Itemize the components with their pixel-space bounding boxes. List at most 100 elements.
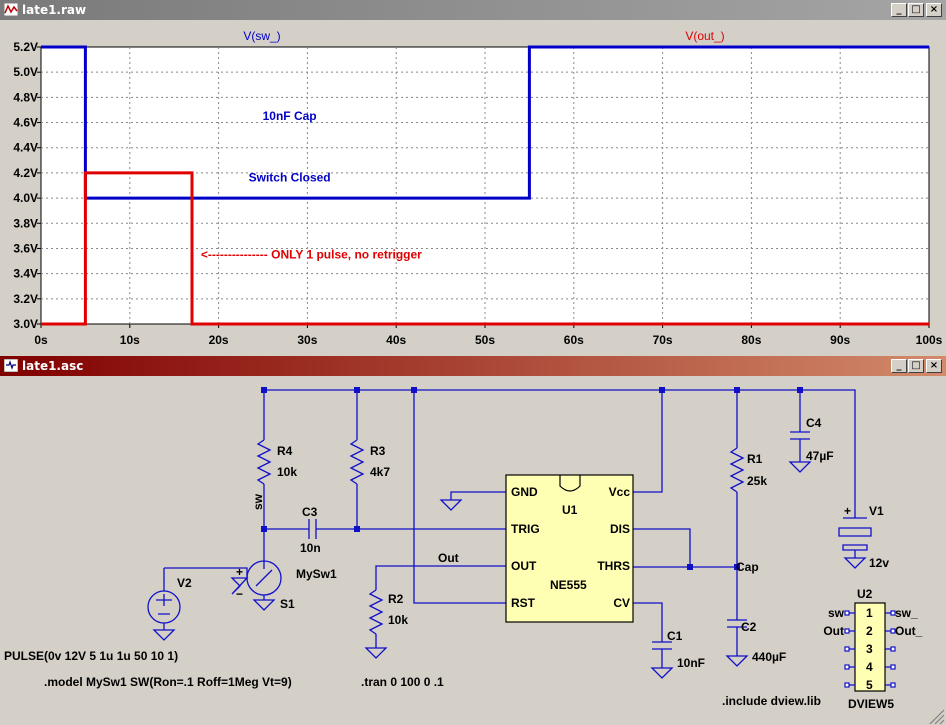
c2-ref: C2 [741, 620, 757, 634]
u1-pin-cv: CV [613, 596, 630, 610]
u2-right-out: Out_ [895, 624, 923, 638]
pulse-directive[interactable]: PULSE(0v 12V 5 1u 1u 50 10 1) [4, 649, 178, 663]
plot-annotation: Switch Closed [249, 171, 331, 185]
schematic-window-title: late1.asc [22, 359, 84, 373]
schematic-icon [4, 359, 18, 372]
v1-value: 12v [869, 556, 889, 570]
plot-window-titlebar[interactable]: late1.raw _ □ × [0, 0, 946, 20]
schematic-minimize-button[interactable]: _ [891, 359, 907, 373]
u2-ref: U2 [857, 587, 873, 601]
c1-capacitor-symbol[interactable] [652, 641, 672, 650]
c3-capacitor-symbol[interactable] [308, 519, 317, 539]
ground-icon [788, 461, 812, 473]
r1-resistor-symbol[interactable] [729, 447, 745, 493]
resize-grip-icon[interactable] [929, 709, 945, 725]
series-trace-v-sw[interactable] [41, 45, 929, 200]
net-cap-label: Cap [736, 560, 759, 574]
ground-icon [650, 667, 674, 679]
u2-pin-4: 4 [866, 660, 873, 674]
y-tick-label: 3.4V [13, 267, 38, 281]
r1-value: 25k [747, 474, 767, 488]
v2-minus-sign: − [236, 587, 243, 601]
schematic-canvas[interactable]: R4 10k R3 4k7 R1 25k R2 10k C3 10n C4 47… [0, 376, 946, 725]
legend-v-sw[interactable]: V(sw_) [243, 29, 280, 43]
wire-dis[interactable] [633, 528, 691, 567]
c2-value: 440µF [752, 650, 786, 664]
x-tick-label: 20s [209, 333, 229, 347]
series-trace-v-out[interactable] [41, 171, 929, 326]
v2-plus-sign: + [236, 565, 243, 579]
include-directive[interactable]: .include dview.lib [722, 694, 821, 708]
wire-out[interactable] [375, 565, 506, 648]
r4-ref: R4 [277, 444, 293, 458]
net-sw-label: sw [251, 493, 265, 510]
v1-ref: V1 [869, 504, 884, 518]
plot-maximize-button[interactable]: □ [908, 3, 924, 17]
r2-resistor-symbol[interactable] [368, 589, 384, 635]
y-tick-label: 5.0V [13, 65, 38, 79]
x-tick-label: 40s [386, 333, 406, 347]
plot-window-title: late1.raw [22, 3, 87, 17]
tran-directive[interactable]: .tran 0 100 0 .1 [361, 675, 444, 689]
u2-pin-5: 5 [866, 678, 873, 692]
s1-ref: S1 [280, 597, 295, 611]
u1-ne555-body[interactable] [505, 474, 634, 623]
r2-ref: R2 [388, 592, 404, 606]
x-tick-label: 30s [297, 333, 317, 347]
schematic-window: late1.asc _ □ × [0, 356, 946, 725]
u2-dview5-body[interactable] [854, 602, 886, 692]
u1-pin-gnd: GND [511, 485, 538, 499]
y-tick-label: 4.6V [13, 116, 38, 130]
wire-top-rail[interactable] [264, 389, 856, 518]
wire-cv[interactable] [633, 602, 663, 668]
c4-capacitor-symbol[interactable] [790, 431, 810, 440]
x-tick-label: 100s [916, 333, 943, 347]
schematic-maximize-button[interactable]: □ [908, 359, 924, 373]
legend-v-out[interactable]: V(out_) [685, 29, 724, 43]
x-tick-label: 50s [475, 333, 495, 347]
ground-icon [364, 647, 388, 659]
u1-pin-dis: DIS [610, 522, 630, 536]
wire-rst[interactable] [413, 390, 506, 604]
u1-pin-vcc: Vcc [609, 485, 631, 499]
r4-value: 10k [277, 465, 297, 479]
u2-left-sw: sw [828, 606, 845, 620]
c1-ref: C1 [667, 629, 683, 643]
y-tick-label: 4.4V [13, 141, 38, 155]
u2-value: DVIEW5 [848, 697, 894, 711]
x-tick-label: 70s [653, 333, 673, 347]
v1-source-symbol[interactable] [838, 517, 872, 558]
plot-annotation: <--------------- ONLY 1 pulse, no retrig… [201, 248, 422, 262]
r3-resistor-symbol[interactable] [349, 439, 365, 485]
ground-icon [252, 599, 276, 611]
x-tick-label: 0s [34, 333, 48, 347]
wire-gnd[interactable] [450, 491, 506, 500]
waveform-plot[interactable]: 3.0V3.2V3.4V3.6V3.8V4.0V4.2V4.4V4.6V4.8V… [0, 20, 946, 354]
y-tick-label: 5.2V [13, 40, 38, 54]
u1-pin-trig: TRIG [511, 522, 540, 536]
u2-pin-1: 1 [866, 606, 873, 620]
x-tick-label: 60s [564, 333, 584, 347]
waveform-icon [4, 3, 18, 16]
schematic-window-titlebar[interactable]: late1.asc _ □ × [0, 356, 946, 376]
wire-s1-ctrl[interactable] [164, 567, 249, 595]
c1-value: 10nF [677, 656, 705, 670]
u1-pin-rst: RST [511, 596, 536, 610]
schematic-close-button[interactable]: × [926, 359, 942, 373]
y-tick-label: 3.2V [13, 292, 38, 306]
plot-minimize-button[interactable]: _ [891, 3, 907, 17]
y-tick-label: 4.8V [13, 90, 38, 104]
u1-pin-out: OUT [511, 559, 537, 573]
u2-pin-2: 2 [866, 624, 873, 638]
model-directive[interactable]: .model MySw1 SW(Ron=.1 Roff=1Meg Vt=9) [44, 675, 292, 689]
r2-value: 10k [388, 613, 408, 627]
u1-pin-thrs: THRS [597, 559, 630, 573]
u2-pin-3: 3 [866, 642, 873, 656]
r3-ref: R3 [370, 444, 386, 458]
wire-vcc[interactable] [633, 390, 663, 493]
c4-ref: C4 [806, 416, 822, 430]
plot-close-button[interactable]: × [926, 3, 942, 17]
r4-resistor-symbol[interactable] [256, 439, 272, 485]
s1-model: MySw1 [296, 567, 337, 581]
x-tick-label: 10s [120, 333, 140, 347]
